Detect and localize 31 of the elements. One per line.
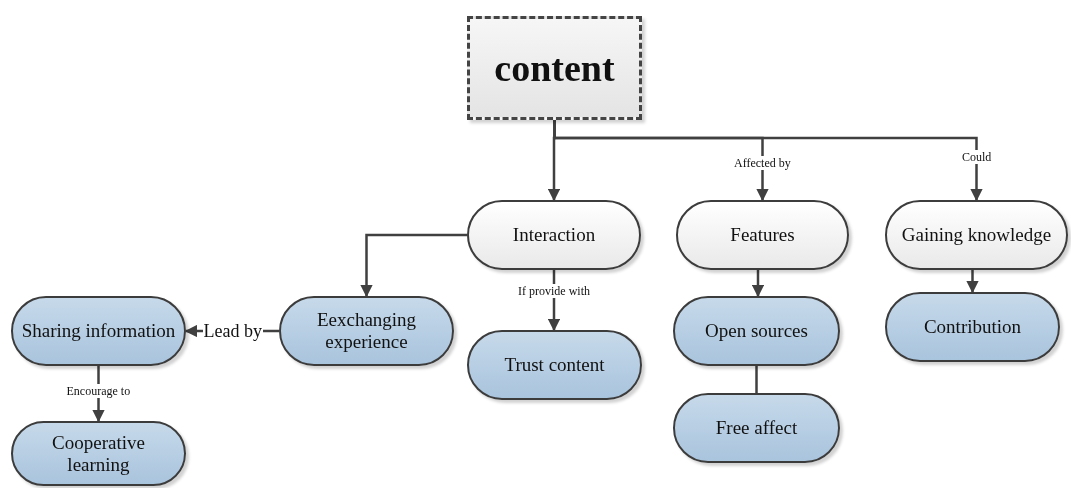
process-pill	[673, 296, 840, 366]
arrow	[553, 120, 983, 202]
node-label: Sharing information	[21, 320, 176, 342]
process-pill	[11, 421, 186, 486]
node-label: Contribution	[923, 316, 1022, 338]
node-label: Features	[730, 224, 795, 246]
process-pill	[279, 296, 454, 366]
process-pill	[467, 330, 642, 400]
node-label: Cooperative learning	[51, 431, 146, 476]
node-label: Free affect	[715, 417, 798, 439]
node-label: Trust content	[504, 354, 605, 376]
process-pill	[885, 292, 1060, 362]
node-label: content	[494, 46, 615, 90]
process-pill	[11, 296, 186, 366]
process-pill	[467, 200, 641, 270]
process-pill	[673, 393, 840, 463]
edge-label: Encourage to	[65, 383, 132, 398]
node-label: Interaction	[512, 224, 596, 246]
node-label: Gaining knowledge	[901, 224, 1052, 246]
arrow	[360, 233, 467, 298]
arrow	[751, 270, 765, 298]
arrow	[966, 270, 979, 294]
edge-label: Could	[961, 149, 993, 164]
edge-label: Affected by	[733, 155, 792, 170]
edge-label: If provide with	[517, 284, 591, 298]
process-pill	[676, 200, 849, 270]
title-box	[467, 16, 642, 120]
edge-label: Lead by	[202, 321, 263, 341]
process-pill	[885, 200, 1068, 270]
node-label: Eexchanging experience	[315, 309, 418, 353]
node-label: Open sources	[705, 320, 808, 342]
